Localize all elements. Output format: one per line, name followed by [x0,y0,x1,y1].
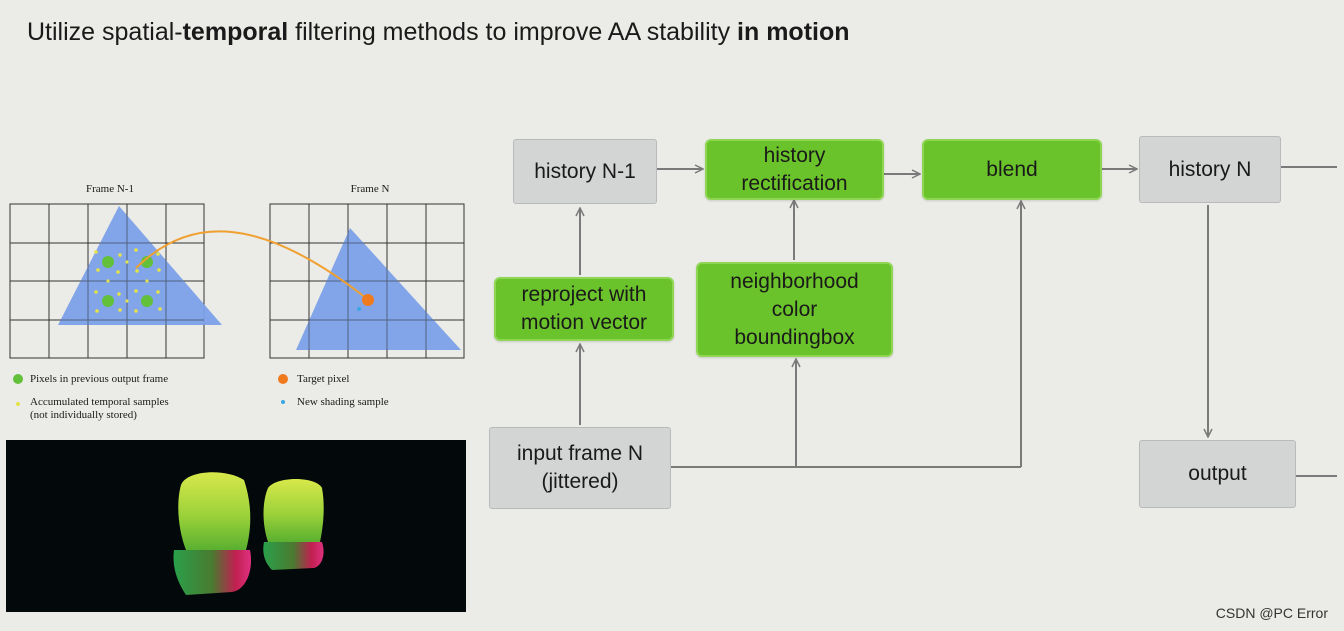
node-blend-label: blend [986,157,1038,181]
render-shape-right-top [263,479,324,542]
render-shape-right-bottom [263,542,324,570]
title-bold-2: in motion [737,18,850,46]
node-reproject-line2: motion vector [520,311,648,334]
legend-sample-dot [16,402,20,406]
flow-arrows [580,167,1337,477]
node-output: output [1139,440,1296,508]
legend-accumulated-line2: (not individually stored) [30,409,137,421]
pixel-dots [102,256,153,307]
legend-accumulated: Accumulated temporal samples (not indivi… [30,396,169,422]
node-history-rectification: history rectification [705,139,884,200]
legend-target-dot [278,374,288,384]
node-input-frame-line1: input frame N [516,442,644,465]
render-image [6,440,466,612]
node-history-rectification-line2: rectification [741,171,848,195]
title-part-2: filtering methods to improve AA stabilit… [288,18,738,46]
title-part-1: Utilize spatial- [27,18,183,46]
sample-dots [94,248,162,313]
frame-curr-grid-over [270,204,464,358]
node-history-n-minus-1: history N-1 [513,139,657,204]
node-neighborhood-line1: neighborhood [730,269,859,293]
legend-new-sample: New shading sample [297,396,389,408]
node-output-label: output [1188,462,1247,485]
new-sample-dot [357,307,361,311]
legend-pixels-prev: Pixels in previous output frame [30,373,169,385]
motion-curve [135,230,367,299]
node-history-n-minus-1-label: history N-1 [534,159,636,183]
node-neighborhood-bbox: neighborhood color boundingbox [696,262,893,357]
node-history-n: history N [1139,136,1281,203]
frame-curr-triangle [296,228,461,350]
node-history-n-label: history N [1168,157,1252,181]
node-input-frame: input frame N (jittered) [489,427,671,509]
node-reproject: reproject with motion vector [494,277,674,341]
render-image-art [173,472,324,595]
legend-new-sample-dot [281,400,285,404]
legend-accumulated-line1: Accumulated temporal samples [30,396,169,408]
node-input-frame-line2: (jittered) [541,470,619,493]
node-reproject-line1: reproject with [521,283,647,306]
slide-title: Utilize spatial-temporal filtering metho… [27,18,850,47]
render-shape-left-bottom [173,550,252,595]
legend-pixel-dot [13,374,23,384]
target-pixel-dot [362,294,374,306]
node-neighborhood-line2: color [771,297,818,321]
frame-prev-label: Frame N-1 [86,183,134,195]
title-bold-1: temporal [182,18,289,46]
node-blend: blend [922,139,1102,200]
node-history-rectification-line1: history [763,143,826,167]
frame-curr-label: Frame N [350,183,390,195]
render-shape-left-top [178,472,251,550]
legend-target: Target pixel [297,373,350,385]
watermark: CSDN @PC Error [1215,605,1328,621]
node-neighborhood-line3: boundingbox [734,325,855,349]
